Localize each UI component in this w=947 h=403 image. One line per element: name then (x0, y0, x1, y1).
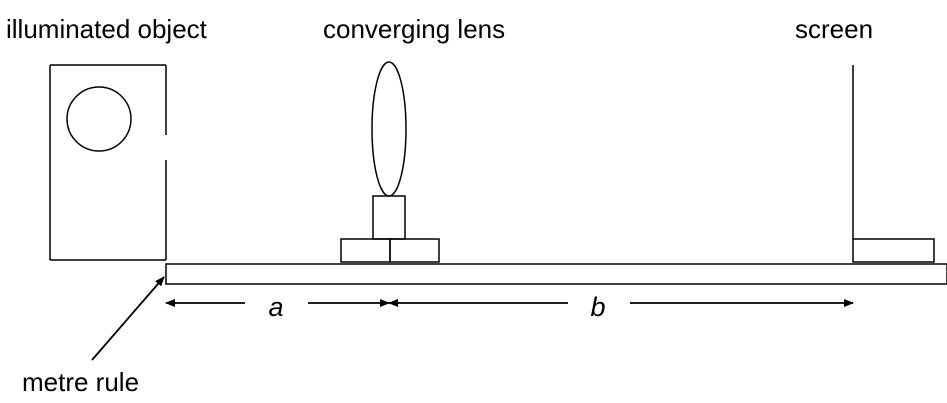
distance-a-label: a (268, 292, 283, 322)
illuminated-object (49, 64, 167, 261)
lens-label: converging lens (323, 14, 505, 44)
distance-b-label: b (590, 292, 605, 322)
object-label: illuminated object (6, 14, 208, 44)
lens-base-right (389, 238, 440, 263)
screen-base (852, 238, 935, 263)
lens-base-left (340, 238, 391, 263)
lens-element (371, 61, 407, 197)
lens-stem (372, 195, 406, 240)
metre-rule (165, 263, 947, 285)
converging-lens (340, 61, 440, 263)
metre-rule-label: metre rule (22, 367, 139, 397)
screen-label: screen (795, 14, 873, 44)
screen (852, 65, 935, 263)
aperture-circle (66, 86, 132, 152)
metre-rule-pointer (91, 276, 165, 361)
